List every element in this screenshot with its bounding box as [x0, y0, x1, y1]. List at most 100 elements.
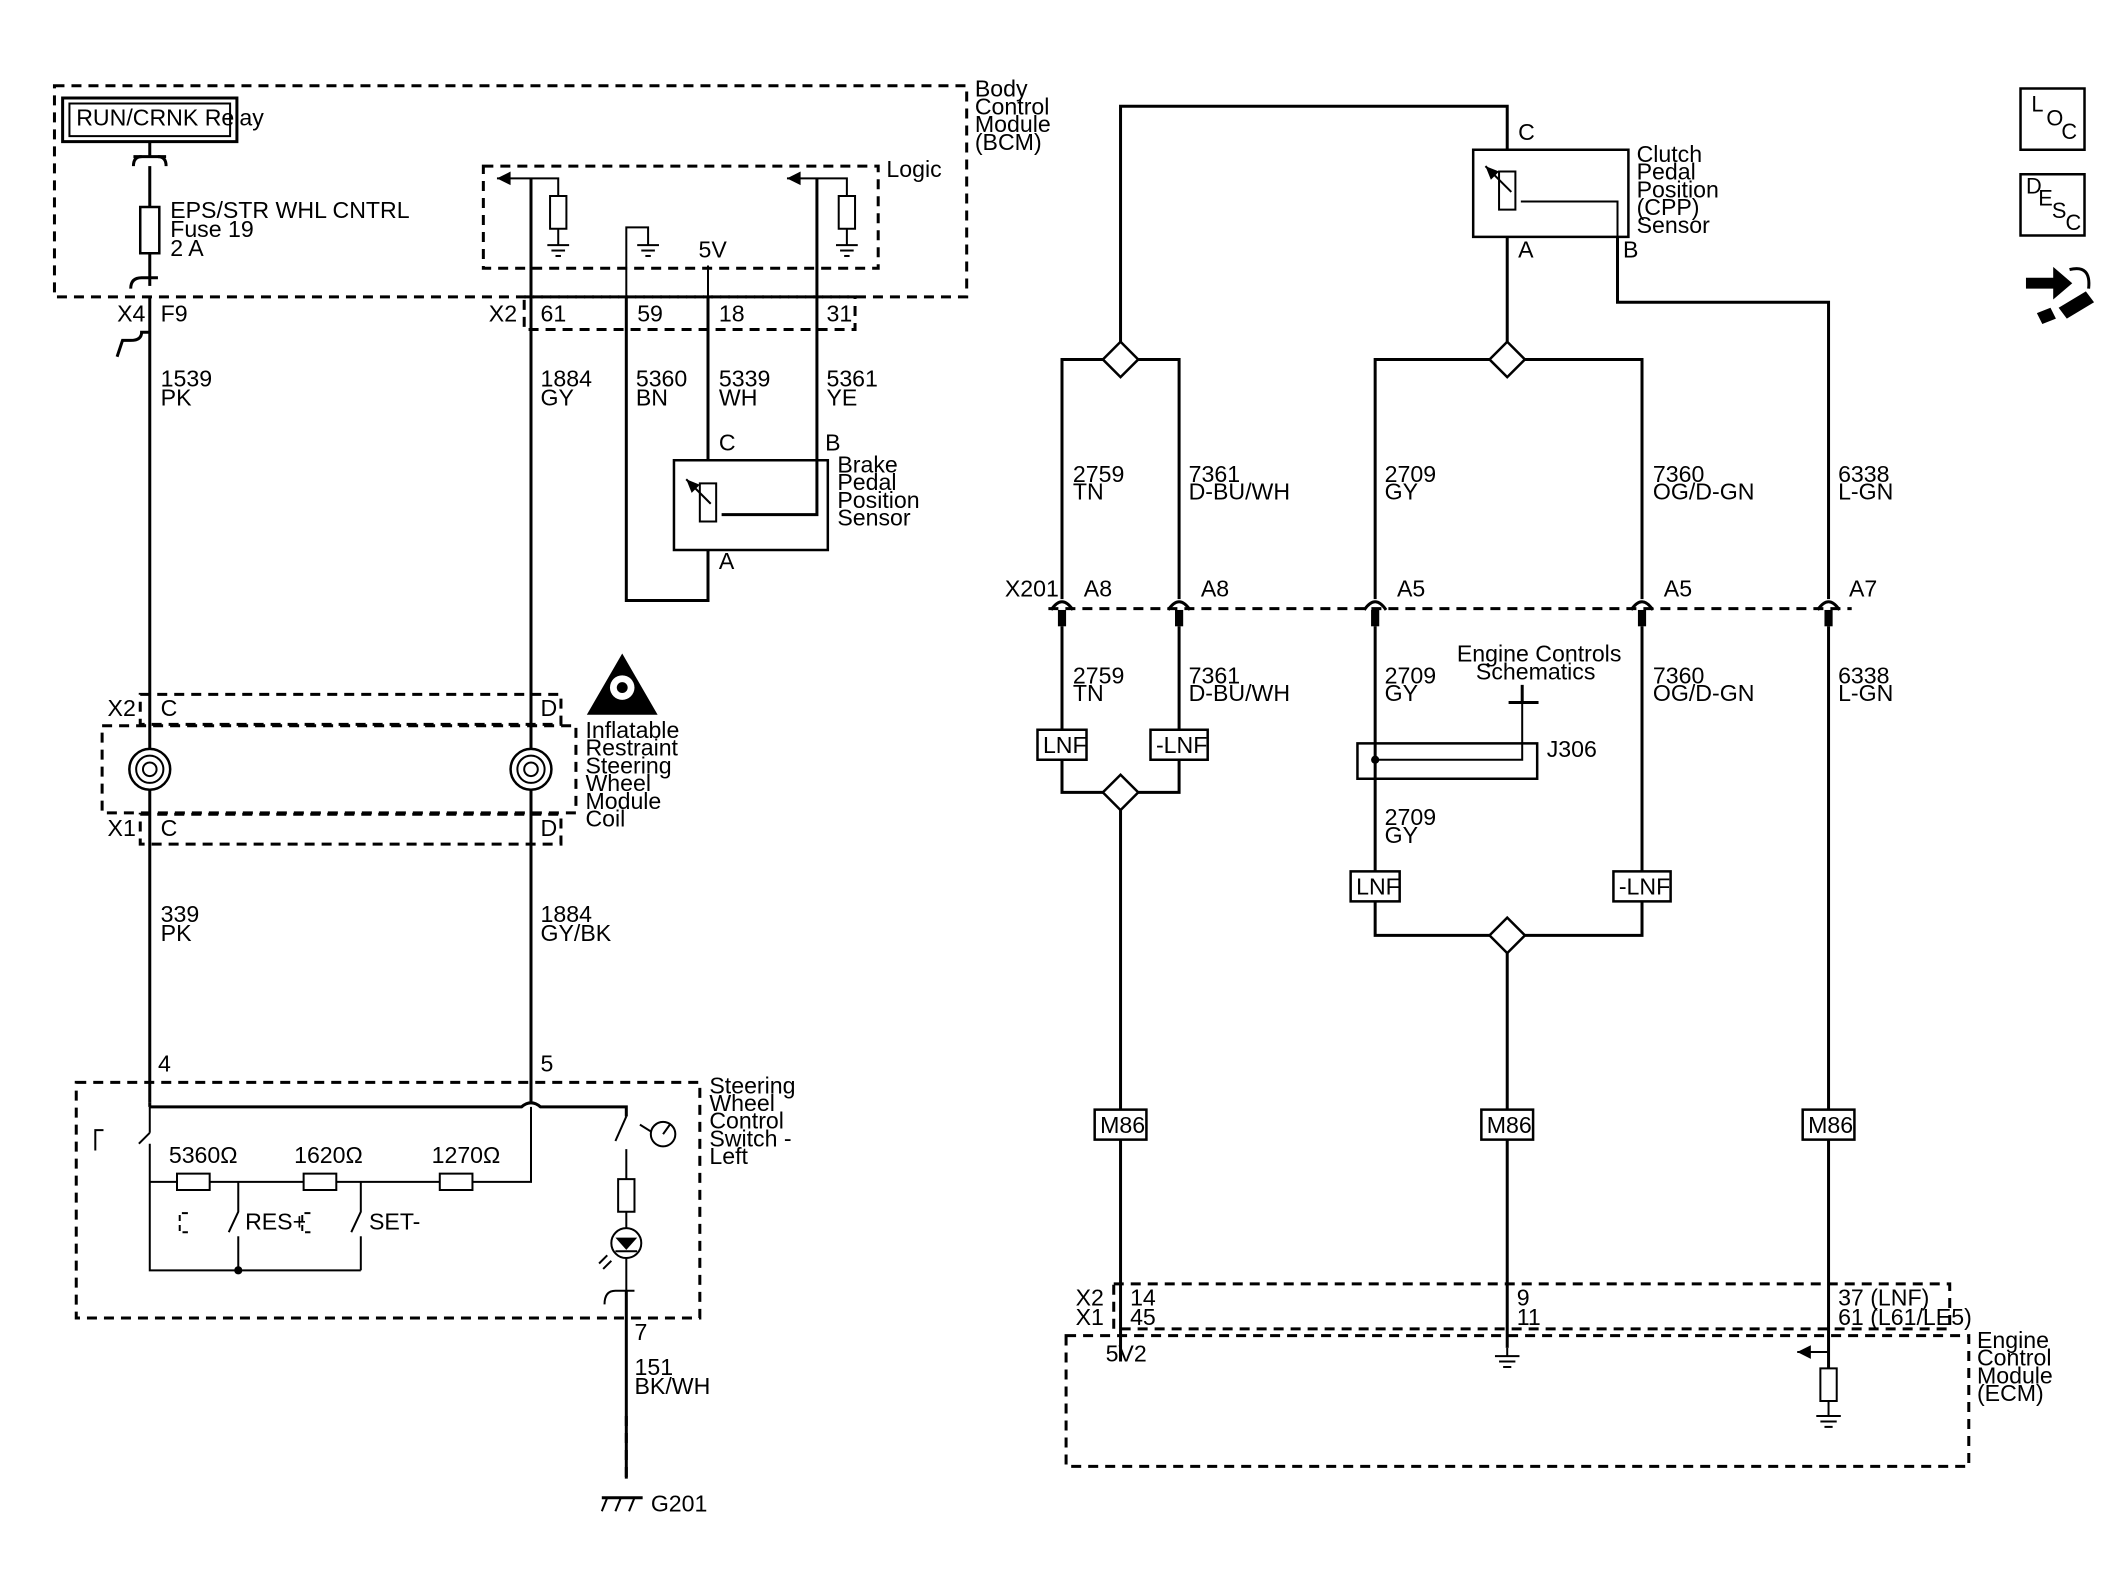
brake-label-1: Brake — [837, 451, 897, 477]
wire-7361-lower-color: D-BU/WH — [1189, 680, 1290, 706]
x201-pin-a8-1: A8 — [1084, 575, 1112, 601]
resistor-1620 — [304, 1174, 337, 1190]
bcm-x2-pin-18: 18 — [719, 300, 745, 326]
logic-arrow-right — [786, 171, 801, 186]
wire-339-circuit: 339 — [161, 901, 200, 927]
lnf-option-box-1[interactable] — [1037, 730, 1086, 760]
cpp-label-2: Pedal — [1637, 159, 1696, 185]
cpp-label-1: Clutch — [1637, 141, 1703, 167]
wire-339-color: PK — [161, 920, 192, 946]
wire-2709-upper-circuit: 2709 — [1385, 461, 1436, 487]
wire-5361-color: YE — [826, 385, 857, 411]
chassis-ground-icon — [602, 1498, 643, 1512]
ecm-connector-row — [1114, 1284, 1950, 1329]
ecm-pin-11: 11 — [1517, 1304, 1541, 1330]
wire-5361-circuit: 5361 — [826, 366, 877, 392]
logic-resistor-left — [550, 196, 566, 229]
fuse-label-3: 2 A — [170, 235, 204, 261]
m86-option-box-2[interactable] — [1481, 1110, 1533, 1140]
wire-7360-lower-color: OG/D-GN — [1653, 680, 1754, 706]
wire-2709-lower-color: GY — [1385, 680, 1418, 706]
wire-6338-lower-color: L-GN — [1838, 680, 1893, 706]
wire-1884-gybk-color: GY/BK — [541, 920, 612, 946]
loc-button[interactable] — [2021, 89, 2085, 150]
desc-letter-e: E — [2038, 186, 2053, 211]
x4-pin-label: F9 — [161, 300, 188, 326]
fuse-label-1: EPS/STR WHL CNTRL — [170, 197, 410, 223]
ecm-x1-label: X1 — [1076, 1304, 1104, 1330]
cpp-sensor-box[interactable] — [1473, 150, 1628, 237]
ecm-title-4: (ECM) — [1977, 1380, 2044, 1406]
wire-2759-lower-color: TN — [1073, 680, 1104, 706]
set-minus-actuator — [302, 1213, 310, 1232]
wire-7361-upper-color: D-BU/WH — [1189, 479, 1290, 505]
wire-7360-lower-circuit: 7360 — [1653, 662, 1704, 688]
ecm-5v2-label: 5V2 — [1106, 1341, 1147, 1367]
splice-title-2: Schematics — [1476, 658, 1596, 684]
wire-6338-upper[interactable] — [1618, 237, 1829, 599]
x4-conn-label: X4 — [117, 300, 145, 326]
wire-5339-color: WH — [719, 385, 758, 411]
x4-connector-icon — [117, 332, 150, 357]
wire-5361[interactable] — [722, 178, 817, 514]
brake-pin-c: C — [719, 430, 736, 456]
loc-letter-l: L — [2031, 92, 2043, 117]
swc-pin-4: 4 — [158, 1051, 171, 1077]
wire-2759-upper-circuit: 2759 — [1073, 461, 1124, 487]
wire-2709-lower-circuit: 2709 — [1385, 662, 1436, 688]
brake-label-3: Position — [837, 487, 919, 513]
option-diamond-3 — [1103, 775, 1138, 810]
splice-title-1: Engine Controls — [1457, 641, 1622, 667]
diagnostic-connector-icon[interactable] — [2025, 267, 2095, 325]
m86-option-box-1[interactable] — [1095, 1110, 1147, 1140]
ecm-input-arrow — [1797, 1345, 1811, 1359]
wire-2709-upper-color: GY — [1385, 479, 1418, 505]
desc-button[interactable] — [2021, 174, 2085, 235]
swc-label-4: Switch - — [709, 1125, 791, 1151]
bcm-f9-connector-icon — [131, 278, 158, 289]
wire-7361-lower-circuit: 7361 — [1189, 662, 1240, 688]
resistor-5360-label: 5360Ω — [169, 1142, 238, 1168]
logic-arrow-left — [496, 171, 511, 186]
resistor-1270 — [440, 1174, 473, 1190]
wire-5360[interactable] — [626, 297, 708, 601]
wire-6338-upper-circuit: 6338 — [1838, 461, 1889, 487]
wire-6338-upper-color: L-GN — [1838, 479, 1893, 505]
swc-pin-5: 5 — [541, 1051, 554, 1077]
m86-option-box-3[interactable] — [1803, 1110, 1855, 1140]
ecm-pin-45: 45 — [1130, 1304, 1156, 1330]
ecm-title-3: Module — [1977, 1362, 2053, 1388]
relay-connector-icon — [133, 157, 166, 167]
relay-box-inner — [69, 103, 230, 136]
brake-sensor-box[interactable] — [674, 460, 828, 550]
relay-box[interactable] — [63, 98, 237, 142]
splice-pack-j306[interactable] — [1357, 743, 1537, 778]
m86-option-label-3: M86 — [1808, 1112, 1853, 1138]
bcm-x2-pin-61: 61 — [541, 300, 567, 326]
wire-2759-lower-circuit: 2759 — [1073, 662, 1124, 688]
coil-x1-pin-c: C — [161, 815, 178, 841]
wire-5339-circuit: 5339 — [719, 366, 770, 392]
swc-label-3: Control — [709, 1108, 784, 1134]
brake-pin-b: B — [825, 430, 840, 456]
ecm-resistor-ground-icon — [1816, 1401, 1841, 1427]
wire-1884-circuit: 1884 — [541, 366, 593, 392]
logic-resistor-right — [839, 196, 855, 229]
bcm-title-1: Body — [975, 76, 1028, 102]
logic-enclosure — [483, 166, 878, 268]
brake-label-2: Pedal — [837, 469, 896, 495]
x201-terminal-icons — [1051, 602, 1839, 627]
bcm-title-2: Control — [975, 93, 1050, 119]
coil-x2-pin-c: C — [161, 695, 178, 721]
brake-pin-a: A — [719, 548, 735, 574]
ecm-title-2: Control — [1977, 1345, 2052, 1371]
lnf-option-box-2[interactable] — [1351, 871, 1400, 901]
splice-name: J306 — [1547, 736, 1597, 762]
swc-switch-symbol — [95, 1130, 103, 1150]
ecm-pin-37: 37 (LNF) — [1838, 1285, 1929, 1311]
desc-letter-d: D — [2026, 173, 2042, 198]
coil-x2-pin-d: D — [541, 695, 558, 721]
cpp-label-3: Position — [1637, 176, 1719, 202]
coil-enclosure — [102, 726, 576, 813]
